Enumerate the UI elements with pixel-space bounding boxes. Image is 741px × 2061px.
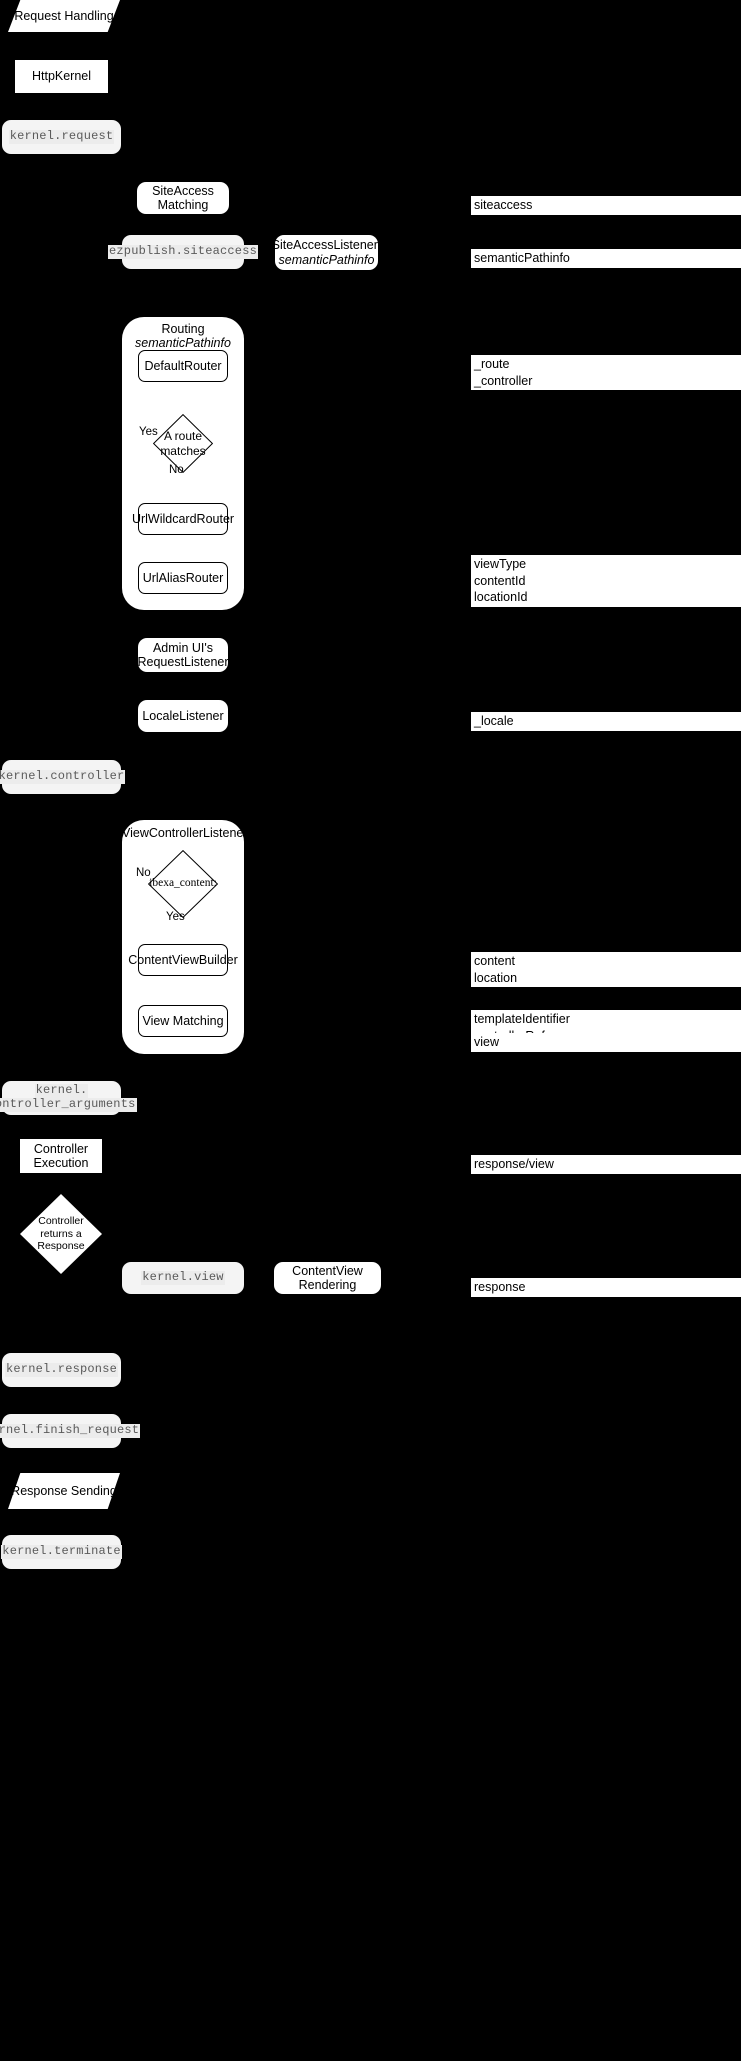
decision-label: Controller returns a Response	[20, 1194, 102, 1274]
node-label: UrlAliasRouter	[142, 570, 224, 585]
plate-line: _controller	[474, 373, 533, 388]
plate-view: view	[471, 1033, 741, 1052]
decision-ibexa-content[interactable]: ibexa_content:	[148, 850, 218, 918]
event-kernel-terminate[interactable]: kernel.terminate	[1, 1535, 122, 1569]
event-label: kernel.finish_request	[0, 1423, 141, 1438]
node-label-line2: RequestListener	[137, 655, 229, 669]
event-ezpublish-siteaccess[interactable]: ezpublish.siteaccess	[107, 235, 259, 269]
node-label: UrlWildcardRouter	[131, 511, 235, 526]
node-label: HttpKernel	[31, 69, 92, 84]
group-title-line1-emphasis: semanticPathinfo	[135, 336, 231, 351]
banner-label: Response Sending	[11, 1484, 117, 1498]
plate-locale: _locale	[471, 712, 741, 731]
node-label: DefaultRouter	[144, 358, 222, 373]
node-default-router[interactable]: DefaultRouter	[138, 350, 228, 382]
edge-label-route-no: No	[169, 464, 184, 476]
plate-line: response/view	[474, 1157, 554, 1171]
plate-line: _route	[474, 357, 510, 371]
plate-line: templateIdentifier	[474, 1012, 570, 1026]
plate-siteaccess: siteaccess	[471, 196, 741, 215]
plate-route-controller: _route _controller	[471, 355, 741, 390]
decision-line1: A route	[163, 429, 202, 444]
decision-line2: matches	[160, 443, 206, 458]
event-kernel-view[interactable]: kernel.view	[122, 1262, 244, 1294]
group-title-line1-prefix: Routing	[161, 322, 205, 336]
node-content-view-rendering[interactable]: ContentView Rendering	[274, 1262, 381, 1294]
node-label: Controller Execution	[33, 1141, 89, 1170]
event-kernel-controller-arguments[interactable]: kernel. controller_arguments	[0, 1081, 137, 1115]
plate-line: response	[474, 1280, 526, 1294]
event-label-line2: controller_arguments	[0, 1097, 137, 1112]
edge-label-route-yes: Yes	[139, 426, 158, 438]
node-label-line1: SiteAccessListener:	[271, 238, 382, 253]
decision-line2: returns a	[40, 1227, 82, 1240]
node-label: LocaleListener	[142, 708, 224, 723]
decision-controller-returns-response[interactable]: Controller returns a Response	[20, 1194, 102, 1274]
event-kernel-response[interactable]: kernel.response	[2, 1353, 121, 1387]
event-label: kernel.request	[8, 129, 115, 144]
node-controller-execution[interactable]: Controller Execution	[20, 1139, 102, 1173]
node-http-kernel[interactable]: HttpKernel	[15, 60, 108, 93]
node-locale-listener[interactable]: LocaleListener	[138, 700, 228, 732]
banner-request-handling: Request Handling	[8, 0, 120, 32]
plate-response: response	[471, 1278, 741, 1297]
plate-line: viewType	[474, 557, 527, 571]
event-kernel-controller[interactable]: kernel.controller	[0, 760, 126, 794]
banner-label: Request Handling	[14, 9, 114, 23]
group-view-controller-listener-title: ViewControllerListener	[122, 826, 248, 840]
node-label: ContentView Rendering	[292, 1263, 363, 1292]
plate-line: locationId	[474, 590, 528, 604]
node-label-line1: Admin UI's	[152, 640, 214, 655]
plate-content-location: content location	[471, 952, 741, 987]
plate-response-view: response/view	[471, 1155, 741, 1174]
plate-view-content-location-ids: viewType contentId locationId	[471, 555, 741, 607]
decision-line1: Controller	[38, 1215, 84, 1228]
plate-line: content	[474, 954, 516, 968]
plate-line: location	[474, 970, 518, 985]
event-label: kernel.controller	[0, 769, 126, 784]
edge-label-ibexa-no: No	[136, 867, 151, 879]
node-label: ContentViewBuilder	[128, 952, 238, 967]
event-kernel-finish-request[interactable]: kernel.finish_request	[0, 1414, 141, 1448]
diamond-shape	[148, 850, 218, 918]
node-label-line2: semanticPathinfo	[278, 252, 375, 267]
node-label: View Matching	[142, 1013, 224, 1028]
event-kernel-request[interactable]: kernel.request	[2, 120, 121, 154]
banner-shape	[8, 1473, 120, 1509]
node-siteaccess-listener[interactable]: SiteAccessListener: semanticPathinfo	[272, 235, 381, 270]
plate-line: _locale	[474, 714, 514, 728]
plate-line: siteaccess	[474, 198, 533, 212]
banner-response-sending: Response Sending	[8, 1473, 120, 1509]
plate-line: semanticPathinfo	[474, 251, 570, 265]
decision-line3: Response	[37, 1240, 85, 1253]
banner-shape	[8, 0, 120, 32]
event-label: kernel.terminate	[1, 1544, 122, 1559]
node-content-view-builder[interactable]: ContentViewBuilder	[128, 944, 238, 976]
node-view-matching[interactable]: View Matching	[138, 1005, 228, 1037]
plate-semantic-pathinfo: semanticPathinfo	[471, 249, 741, 268]
edge-label-ibexa-yes: Yes	[166, 911, 185, 923]
plate-line: view	[474, 1035, 500, 1049]
node-admin-ui-request-listener[interactable]: Admin UI's RequestListener	[137, 638, 229, 672]
node-url-wildcard-router[interactable]: UrlWildcardRouter	[132, 503, 234, 535]
node-url-alias-router[interactable]: UrlAliasRouter	[138, 562, 228, 594]
diamond-shape	[20, 1194, 102, 1274]
diamond-shape	[153, 414, 213, 473]
decision-label: ibexa_content:	[148, 850, 218, 918]
event-label-line1: kernel.	[34, 1083, 89, 1098]
plate-line: contentId	[474, 573, 526, 588]
event-label: kernel.response	[4, 1362, 119, 1377]
node-siteaccess-matching[interactable]: SiteAccess Matching	[137, 182, 229, 214]
event-label: ezpublish.siteaccess	[107, 244, 259, 259]
node-label: SiteAccess Matching	[152, 183, 214, 212]
decision-line1: ibexa_content:	[149, 877, 217, 890]
event-label: kernel.view	[141, 1270, 225, 1285]
